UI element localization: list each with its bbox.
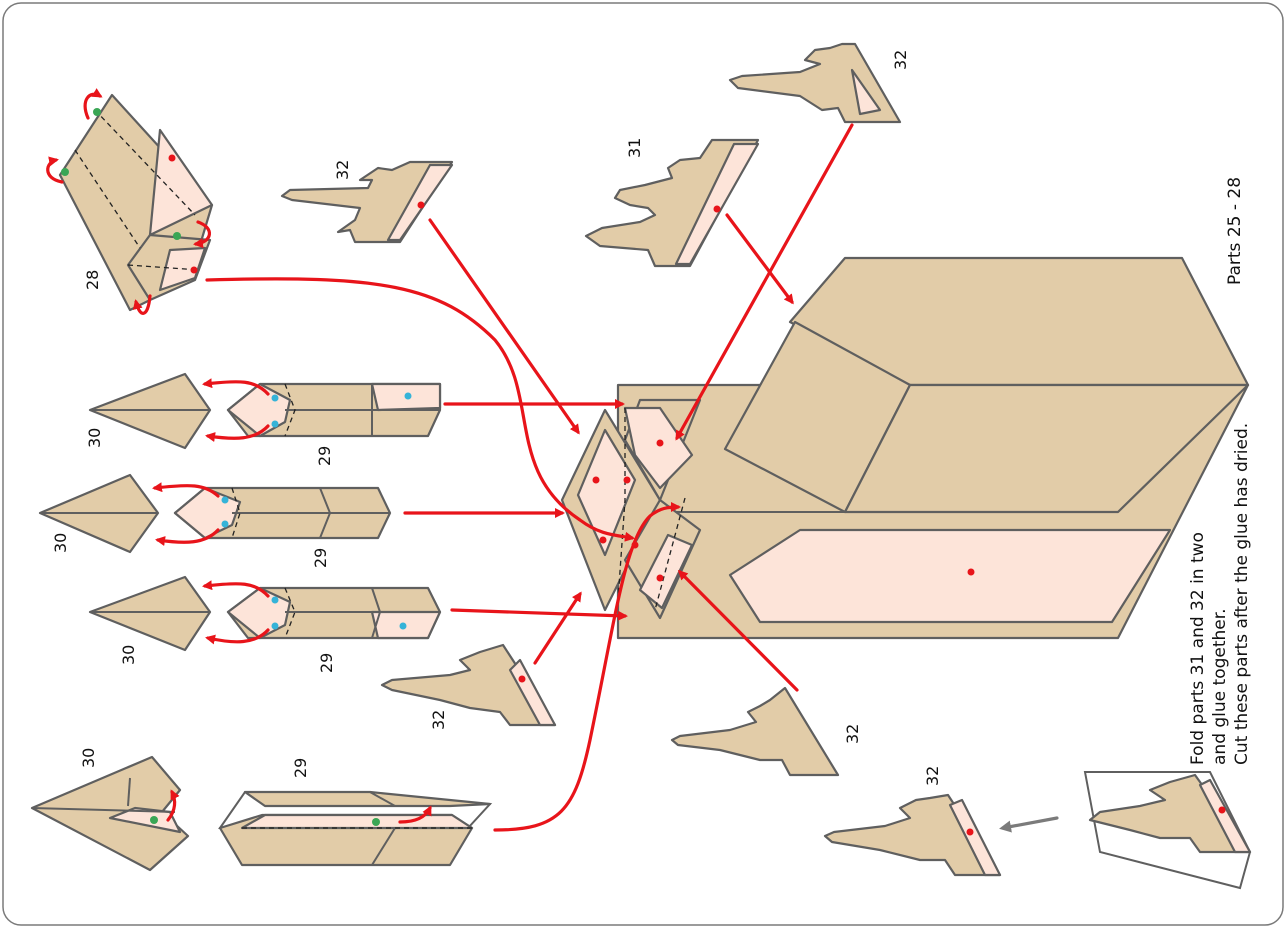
part-label-29: 29 [311, 548, 330, 568]
part-label-29: 29 [315, 446, 334, 466]
part-31-crown [584, 138, 760, 268]
part-30-spire-b [38, 473, 160, 554]
part-30-spire-d [30, 755, 190, 872]
part-label-29: 29 [291, 758, 310, 778]
part-label-32: 32 [843, 724, 862, 744]
instruction-line-3: Cut these parts after the glue has dried… [1232, 423, 1252, 765]
part-label-30: 30 [85, 428, 104, 448]
title-text: Parts 25 - 28 [1225, 177, 1245, 285]
part-32-crown-d [670, 686, 840, 777]
part-label-32: 32 [429, 710, 448, 730]
assembly-arrows [205, 123, 1059, 833]
part-30-spire-c [88, 575, 212, 652]
part-29-column-d [218, 790, 493, 867]
part-32-crown-b [728, 42, 902, 124]
part-label-32: 32 [891, 50, 910, 70]
instruction-line-2: and glue together. [1210, 608, 1230, 765]
part-32-crown-a [280, 160, 454, 244]
part-label-32: 32 [333, 160, 352, 180]
part-label-30: 30 [51, 533, 70, 553]
part-29-column-b [152, 482, 392, 546]
part-32-crown-c [380, 643, 557, 727]
instruction-line-1: Fold parts 31 and 32 in two [1188, 532, 1208, 765]
part-29-column-a [202, 378, 442, 442]
labels: Parts 25 - 28 Fold parts 31 and 32 in tw… [51, 50, 1252, 786]
part-32-crown-e [823, 793, 1002, 877]
part-label-32: 32 [923, 766, 942, 786]
part-label-28: 28 [83, 270, 102, 290]
part-29-column-c [202, 580, 442, 645]
part-32-crown-folded [1083, 771, 1252, 890]
glue-dot-red [967, 568, 975, 576]
tower-body [560, 256, 1250, 640]
part-label-30: 30 [79, 748, 98, 768]
part-label-31: 31 [625, 138, 644, 158]
part-label-30: 30 [119, 645, 138, 665]
part-label-29: 29 [317, 653, 336, 673]
part-28-piece [46, 88, 214, 315]
part-30-spire-a [88, 372, 212, 450]
